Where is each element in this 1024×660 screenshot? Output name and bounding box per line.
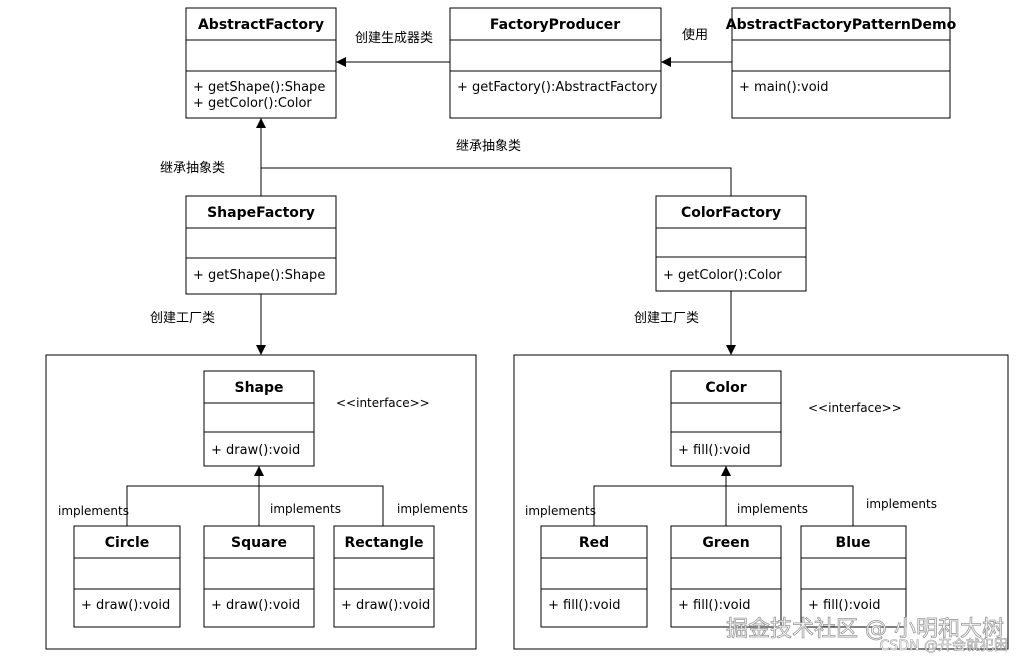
class-title: Circle — [105, 535, 150, 551]
method-fill: + fill():void — [548, 598, 620, 613]
class-title: Blue — [836, 535, 871, 551]
class-title: ShapeFactory — [207, 205, 315, 221]
class-title: ColorFactory — [681, 205, 781, 221]
class-title: AbstractFactoryPatternDemo — [726, 17, 957, 33]
class-title: AbstractFactory — [198, 17, 324, 33]
class-title: Red — [579, 535, 609, 551]
watermark-csdn: CSDN @开会就犯困 — [880, 638, 1008, 654]
class-shape[interactable]: Shape + draw():void — [203, 370, 315, 467]
label-inherit-left: 继承抽象类 — [160, 161, 225, 176]
label-use: 使用 — [682, 27, 708, 43]
label-implements-rectangle: implements — [397, 502, 468, 516]
connector-blue-to-color — [726, 485, 854, 526]
color-stereotype: <<interface>> — [808, 401, 902, 415]
class-abstract-factory[interactable]: AbstractFactory + getShape():Shape + get… — [185, 7, 337, 119]
method-get-color: + getColor():Color — [193, 96, 312, 111]
label-create-factory-left: 创建工厂类 — [150, 311, 215, 326]
method-draw: + draw():void — [211, 443, 300, 458]
method-get-shape: + getShape():Shape — [193, 80, 325, 95]
label-implements-blue: implements — [866, 497, 937, 511]
class-factory-producer[interactable]: FactoryProducer + getFactory():AbstractF… — [449, 7, 662, 119]
class-color[interactable]: Color + fill():void — [670, 370, 782, 467]
class-title: Shape — [234, 380, 283, 396]
class-green[interactable]: Green + fill():void — [670, 525, 782, 628]
label-implements-green: implements — [737, 502, 808, 516]
label-implements-red: implements — [525, 504, 596, 518]
label-inherit-right: 继承抽象类 — [456, 139, 521, 154]
connector-circle-to-shape — [126, 485, 259, 526]
color-package-frame — [513, 354, 1009, 650]
class-red[interactable]: Red + fill():void — [540, 525, 648, 628]
class-rectangle[interactable]: Rectangle + draw():void — [333, 525, 435, 628]
class-color-factory[interactable]: ColorFactory + getColor():Color — [655, 195, 807, 292]
method-get-color: + getColor():Color — [663, 268, 782, 283]
method-fill: + fill():void — [678, 598, 750, 613]
class-title: Square — [231, 535, 287, 551]
class-abstract-factory-pattern-demo[interactable]: AbstractFactoryPatternDemo + main():void — [726, 7, 957, 119]
label-create-generator: 创建生成器类 — [355, 31, 433, 46]
class-title: Green — [702, 535, 749, 551]
class-blue[interactable]: Blue + fill():void — [800, 525, 907, 628]
shape-stereotype: <<interface>> — [336, 396, 430, 410]
method-draw: + draw():void — [81, 598, 170, 613]
class-title: Color — [705, 380, 746, 396]
connector-colorfactory-to-abstract — [261, 167, 732, 196]
connector-rectangle-to-shape — [259, 485, 384, 526]
class-title: Rectangle — [345, 535, 424, 551]
method-fill: + fill():void — [808, 598, 880, 613]
label-implements-circle: implements — [58, 504, 129, 518]
class-circle[interactable]: Circle + draw():void — [73, 525, 181, 628]
method-get-shape: + getShape():Shape — [193, 268, 325, 283]
connector-red-to-color — [593, 485, 726, 526]
method-get-factory: + getFactory():AbstractFactory — [457, 80, 658, 95]
label-implements-square: implements — [270, 502, 341, 516]
method-fill: + fill():void — [678, 443, 750, 458]
method-main: + main():void — [739, 80, 829, 95]
method-draw: + draw():void — [341, 598, 430, 613]
class-shape-factory[interactable]: ShapeFactory + getShape():Shape — [185, 195, 337, 295]
class-title: FactoryProducer — [490, 17, 620, 33]
watermark-juejin: 掘金技术社区 @ 小明和大树 — [726, 617, 1004, 642]
method-draw: + draw():void — [211, 598, 300, 613]
label-create-factory-right: 创建工厂类 — [634, 311, 699, 326]
class-square[interactable]: Square + draw():void — [203, 525, 315, 628]
